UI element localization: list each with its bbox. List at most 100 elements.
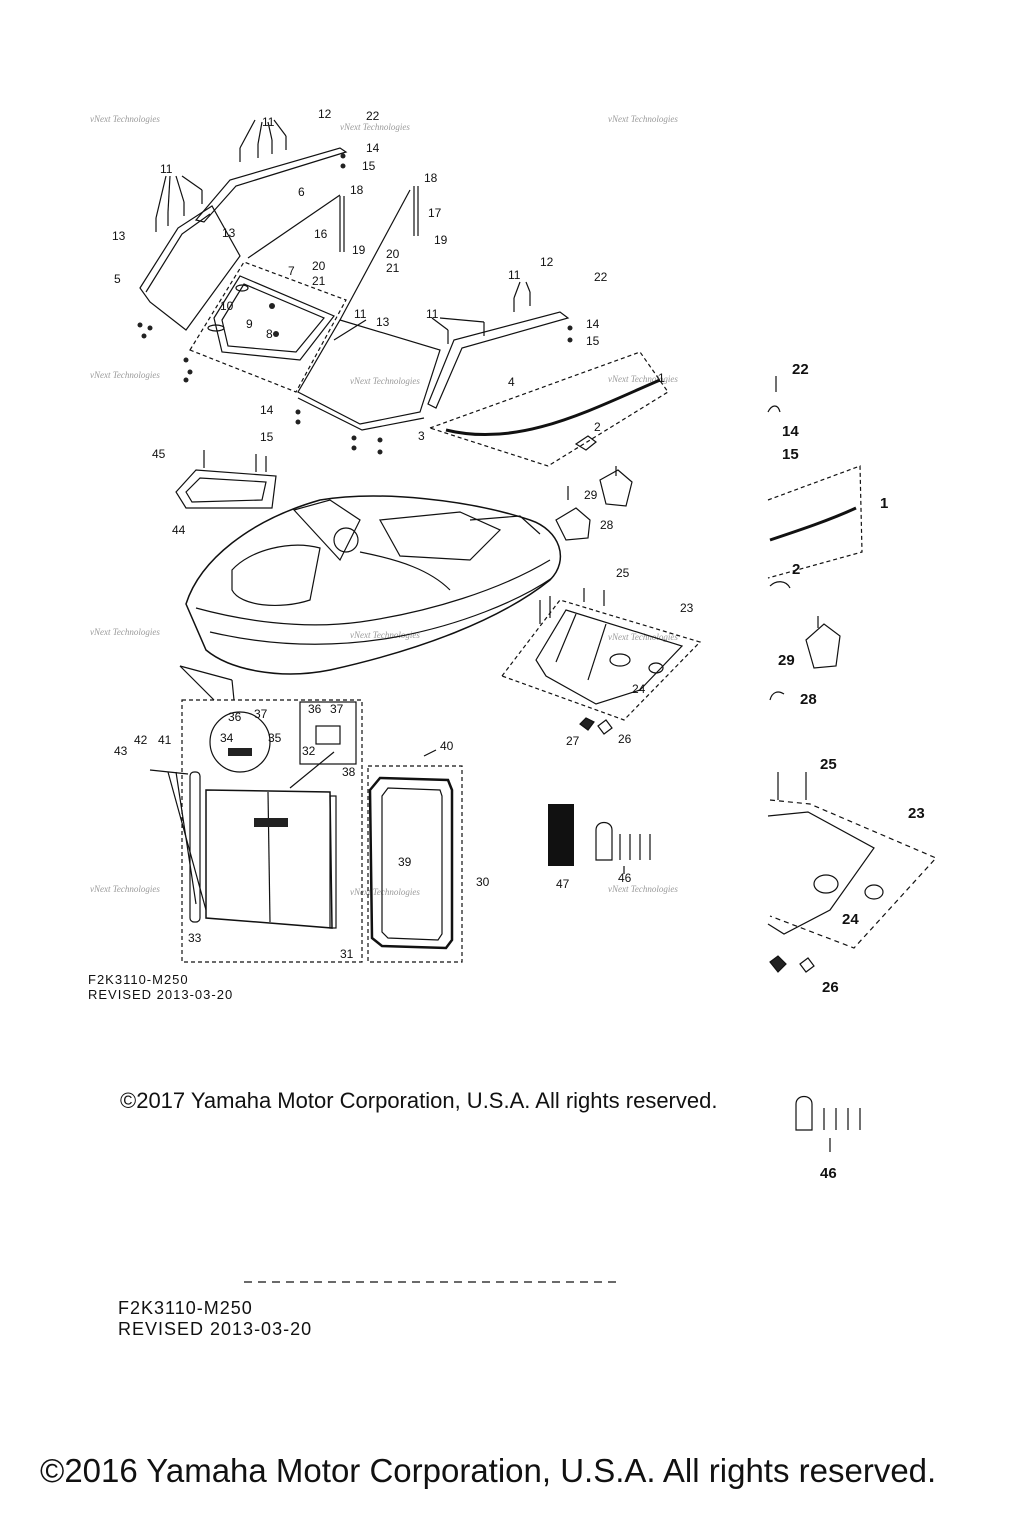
rail-part-4 <box>427 311 570 409</box>
callout-31: 31 <box>340 947 354 961</box>
callout-5: 5 <box>114 272 121 286</box>
watermark: vNext Technologies <box>90 114 160 124</box>
bracket-part-28 <box>555 466 633 541</box>
callout-13: 13 <box>112 229 126 243</box>
callout-26: 26 <box>618 732 632 746</box>
callout-10: 10 <box>220 299 234 313</box>
callout-27: 27 <box>566 734 580 748</box>
callout-40: 40 <box>440 739 454 753</box>
callout-4: 4 <box>508 375 515 389</box>
callout-22: 22 <box>594 270 608 284</box>
callout-12: 12 <box>540 255 554 269</box>
callout-2: 2 <box>792 561 800 578</box>
callout-25: 25 <box>616 566 630 580</box>
latch-part-24 <box>609 653 631 667</box>
zoomed-crop <box>767 376 938 1152</box>
callout-34: 34 <box>220 731 234 745</box>
callout-11: 11 <box>426 307 439 321</box>
callout-36: 36 <box>308 702 322 716</box>
callout-35: 35 <box>268 731 282 745</box>
watermark: vNext Technologies <box>608 884 678 894</box>
callout-7: 7 <box>288 264 295 278</box>
callout-2: 2 <box>594 420 601 434</box>
diagram-code: F2K3110-M250 <box>118 1298 253 1318</box>
seal-part-33 <box>189 771 201 923</box>
rub-rail-part-1 <box>445 378 661 437</box>
hatch-part-23 <box>501 588 702 735</box>
windshield-part-5 <box>139 205 241 331</box>
boat-hull <box>179 495 561 701</box>
callout-15: 15 <box>260 430 274 444</box>
revision-date: REVISED 2013-03-20 <box>118 1319 313 1339</box>
callout-46: 46 <box>820 1165 837 1182</box>
bolts-11-right <box>333 281 531 344</box>
nuts <box>137 153 573 455</box>
hinge-part-38 <box>329 795 337 929</box>
boat-steering-wheel <box>333 527 359 553</box>
diagram-code-block-secondary: F2K3110-M250 REVISED 2013-03-20 <box>118 1298 312 1340</box>
door-handle <box>254 818 288 827</box>
label-sticker-part-47 <box>548 804 574 866</box>
detail-box-32 <box>299 701 357 765</box>
callout-22: 22 <box>366 109 380 123</box>
copyright-2016: ©2016 Yamaha Motor Corporation, U.S.A. A… <box>40 1452 937 1489</box>
callout-25: 25 <box>820 756 837 773</box>
callout-14: 14 <box>782 423 799 440</box>
callout-9: 9 <box>246 317 253 331</box>
callout-13: 13 <box>222 226 236 240</box>
callout-23: 23 <box>908 805 925 822</box>
callout-22: 22 <box>792 361 809 378</box>
callout-21: 21 <box>386 261 400 275</box>
callout-8: 8 <box>266 327 273 341</box>
windshield-part-3-lower <box>297 397 425 431</box>
callout-28: 28 <box>600 518 614 532</box>
rail-part-6 <box>194 147 348 223</box>
callout-16: 16 <box>314 227 328 241</box>
bolts-11-left <box>155 175 203 232</box>
part-7-dashed-box <box>189 261 347 393</box>
watermark: vNext Technologies <box>350 887 420 897</box>
callout-12: 12 <box>318 107 332 121</box>
door-dashed-box <box>181 699 363 963</box>
callout-15: 15 <box>586 334 600 348</box>
watermark: vNext Technologies <box>90 884 160 894</box>
callout-28: 28 <box>800 691 817 708</box>
glass-panel-part-7 <box>213 275 335 361</box>
callout-47: 47 <box>556 877 570 891</box>
callout-26: 26 <box>822 979 839 996</box>
washer-part-10 <box>207 324 225 332</box>
kit-part-46 <box>595 821 651 874</box>
callout-18: 18 <box>424 171 438 185</box>
frame-dashed-box <box>367 765 463 963</box>
callout-33: 33 <box>188 931 202 945</box>
callout-29: 29 <box>584 488 598 502</box>
watermark: vNext Technologies <box>608 632 678 642</box>
glass-panel-part-7-inner <box>221 283 325 353</box>
callout-13: 13 <box>376 315 390 329</box>
bolts-11-top <box>239 119 287 162</box>
callout-21: 21 <box>312 274 326 288</box>
copyright-2017: ©2017 Yamaha Motor Corporation, U.S.A. A… <box>120 1088 718 1113</box>
callout-23: 23 <box>680 601 694 615</box>
callout-11: 11 <box>160 162 173 176</box>
callout-38: 38 <box>342 765 356 779</box>
callout-46: 46 <box>618 871 632 885</box>
callout-30: 30 <box>476 875 490 889</box>
callout-32: 32 <box>302 744 316 758</box>
callout-14: 14 <box>366 141 380 155</box>
callout-3: 3 <box>418 429 425 443</box>
callout-24: 24 <box>632 682 646 696</box>
detail-circle <box>209 711 271 773</box>
diagram-code: F2K3110-M250 <box>88 972 189 987</box>
watermarks: vNext Technologies vNext Technologies vN… <box>90 114 678 897</box>
watermark: vNext Technologies <box>340 122 410 132</box>
callout-24: 24 <box>842 911 859 928</box>
diagram-code-block: F2K3110-M250 REVISED 2013-03-20 <box>88 972 233 1002</box>
callout-6: 6 <box>298 185 305 199</box>
callout-11: 11 <box>508 268 521 282</box>
revision-date: REVISED 2013-03-20 <box>88 987 234 1002</box>
door-assembly <box>149 665 463 963</box>
callout-43: 43 <box>114 744 128 758</box>
windshield-part-5-edge <box>145 213 211 293</box>
